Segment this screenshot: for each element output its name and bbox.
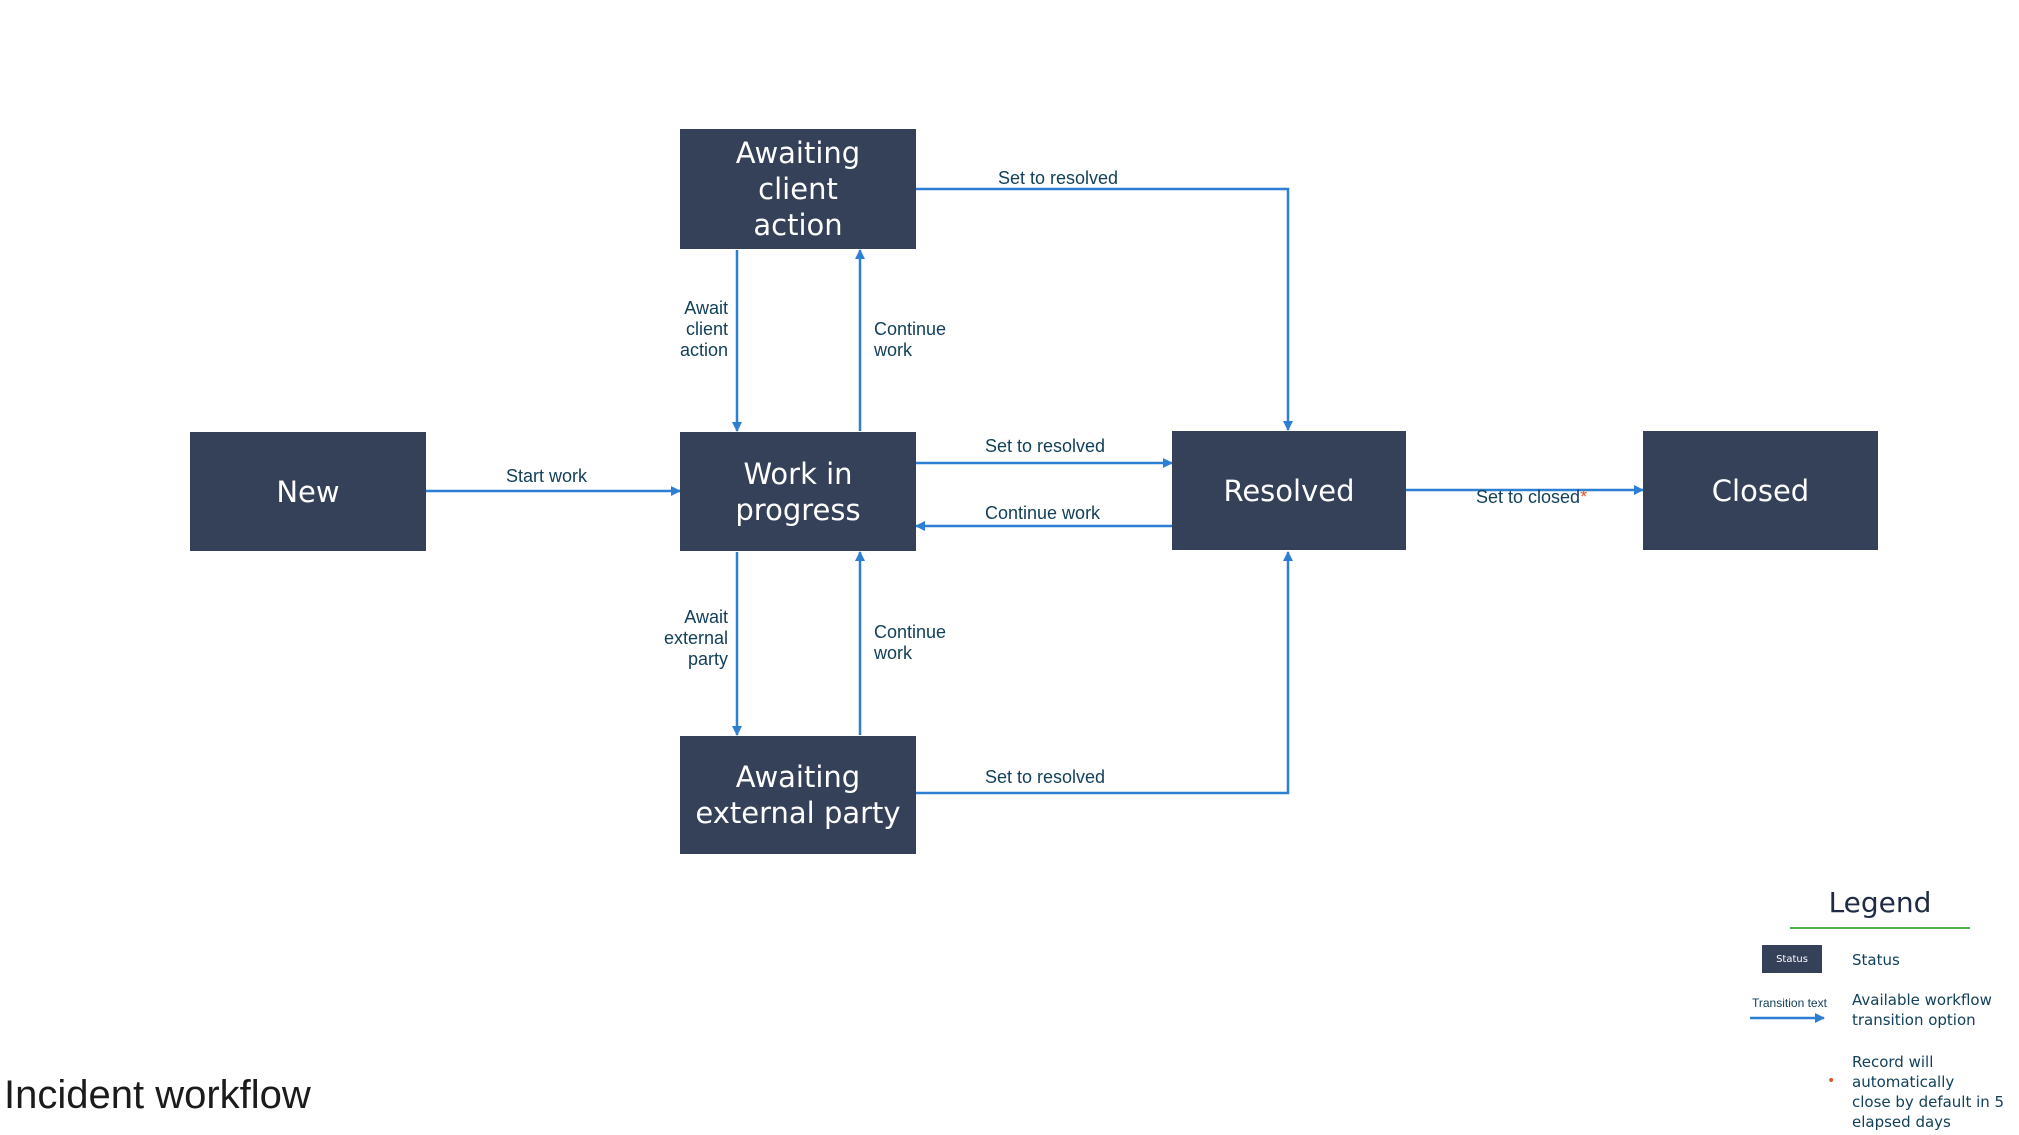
label-external-set-resolved: Set to resolved bbox=[985, 767, 1106, 787]
label-await-client-action: Await client action bbox=[679, 298, 728, 360]
legend-transition-sample: Transition text bbox=[1752, 996, 1827, 1010]
auto-close-asterisk: * bbox=[1580, 487, 1588, 507]
arrow-client-to-resolved bbox=[916, 187, 1293, 431]
label-await-external-party: Await external party bbox=[663, 607, 728, 669]
label-continue-work-lower: Continue work bbox=[874, 622, 947, 663]
legend-auto-close-dot: • bbox=[1827, 1073, 1836, 1089]
status-resolved: Resolved bbox=[1172, 431, 1406, 550]
label-continue-work-from-resolved: Continue work bbox=[985, 503, 1101, 523]
status-new: New bbox=[190, 432, 426, 551]
status-awaiting-client-action: Awaiting client action bbox=[680, 129, 916, 249]
status-awaiting-external-party: Awaiting external party bbox=[680, 736, 916, 854]
legend-status-swatch: Status bbox=[1762, 945, 1822, 973]
legend-status-description: Status bbox=[1852, 951, 1900, 969]
label-wip-set-resolved: Set to resolved bbox=[985, 436, 1106, 456]
label-client-set-resolved: Set to resolved bbox=[998, 168, 1119, 188]
status-work-in-progress: Work in progress bbox=[680, 432, 916, 551]
label-continue-work-upper: Continue work bbox=[874, 319, 947, 360]
page-title: Incident workflow bbox=[4, 1073, 311, 1117]
label-set-to-closed-text: Set to closed bbox=[1476, 487, 1581, 507]
label-set-to-closed: Set to closed* bbox=[1476, 466, 1587, 508]
legend-transition-description: Available workflow transition option bbox=[1852, 991, 1992, 1029]
legend-divider bbox=[1790, 927, 1970, 929]
arrow-external-to-resolved bbox=[916, 551, 1293, 795]
legend-auto-close-description: Record will automatically close by defau… bbox=[1852, 1053, 2005, 1131]
legend-title: Legend bbox=[1828, 886, 1932, 919]
label-start-work: Start work bbox=[506, 466, 588, 486]
status-closed: Closed bbox=[1643, 431, 1878, 550]
